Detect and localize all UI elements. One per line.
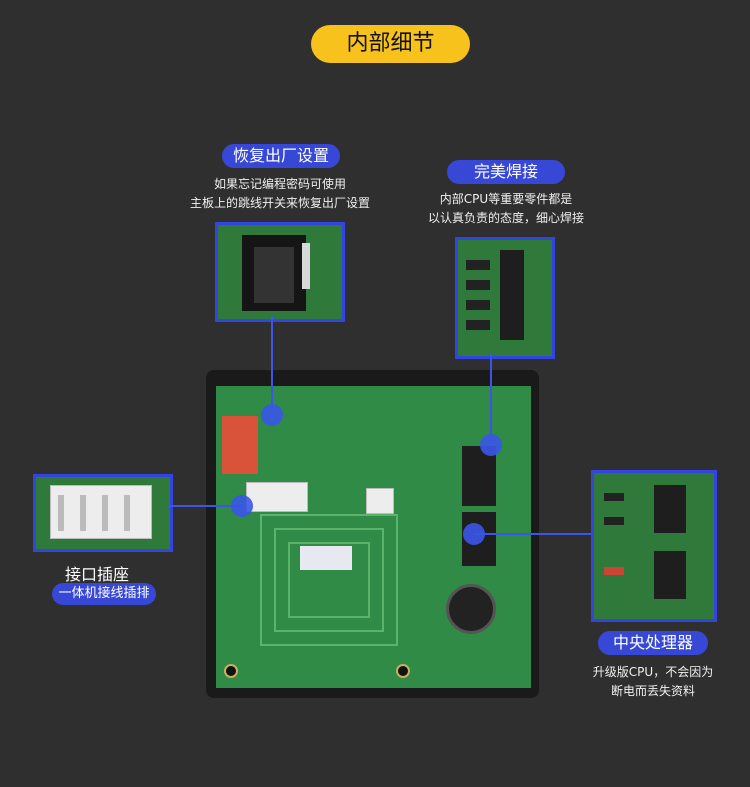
cpu-pointer-line <box>474 533 591 535</box>
cpu-title-pill: 中央处理器 <box>598 631 708 655</box>
solder-zoom-image <box>455 237 555 359</box>
cpu-desc-line-1: 升级版CPU，不会因为 <box>592 665 714 679</box>
solder-description: 内部CPU等重要零件都是 以认真负责的态度，细心焊接 <box>400 190 612 228</box>
section-title: 内部细节 <box>311 25 470 63</box>
reset-desc-line-2: 主板上的跳线开关来恢复出厂设置 <box>189 196 370 210</box>
cpu-pointer-dot <box>463 523 485 545</box>
relay-component <box>222 416 258 474</box>
cpu-description: 升级版CPU，不会因为 断电而丢失资料 <box>568 663 738 701</box>
reset-title-pill: 恢复出厂设置 <box>222 144 340 168</box>
small-connector <box>366 488 394 514</box>
buzzer <box>446 584 496 634</box>
cpu-desc-line-2: 断电而丢失资料 <box>610 684 695 698</box>
connector-title: 接口插座 <box>65 565 130 584</box>
solder-pointer-line <box>490 353 492 441</box>
connector-pointer-line <box>167 505 242 507</box>
connector-pointer-dot <box>231 495 253 517</box>
solder-title-pill: 完美焊接 <box>447 160 565 184</box>
cpu-zoom-image <box>591 470 717 622</box>
main-chip <box>462 446 496 506</box>
connector-subtitle-pill: 一体机接线插排 <box>52 583 156 605</box>
connector-zoom-image <box>33 474 173 552</box>
reset-jumper-zoom-image <box>215 222 345 322</box>
reset-pointer-line <box>271 316 273 412</box>
solder-desc-line-2: 以认真负责的态度，细心焊接 <box>427 211 584 225</box>
reset-pointer-dot <box>261 404 283 426</box>
reset-description: 如果忘记编程密码可使用 主板上的跳线开关来恢复出厂设置 <box>170 175 390 213</box>
solder-desc-line-1: 内部CPU等重要零件都是 <box>439 192 573 206</box>
antenna-coil <box>260 514 398 646</box>
interface-connector <box>246 482 308 512</box>
solder-pointer-dot <box>480 434 502 456</box>
sticker-label <box>300 546 352 570</box>
reset-desc-line-1: 如果忘记编程密码可使用 <box>213 177 346 191</box>
